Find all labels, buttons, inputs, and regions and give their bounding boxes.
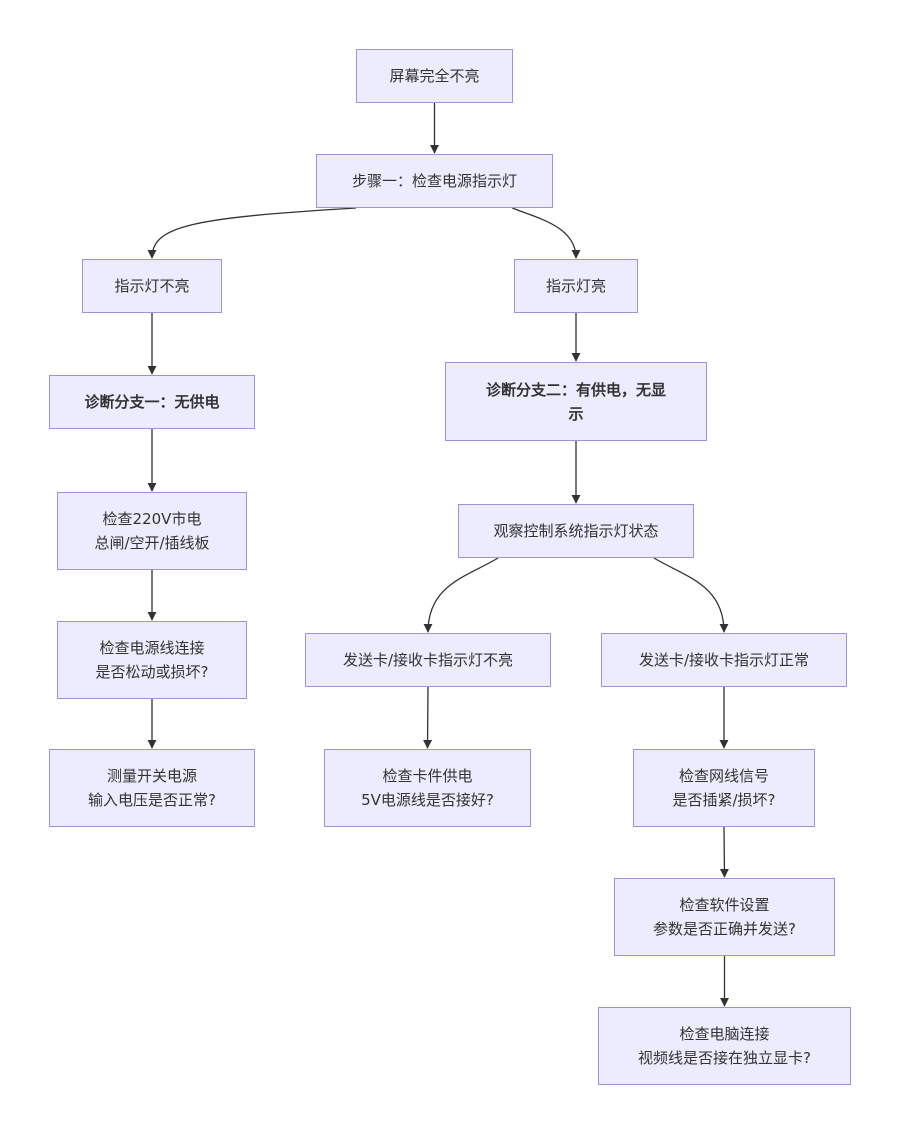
node-observe-control-lights: 观察控制系统指示灯状态	[458, 504, 694, 558]
node-text: 是否松动或损坏?	[95, 663, 209, 681]
edge-n10-n13	[423, 686, 433, 749]
node-measure-psu-voltage: 测量开关电源 输入电压是否正常?	[49, 749, 255, 827]
node-text: 检查电源线连接	[99, 639, 205, 657]
node-text: 视频线是否接在独立显卡?	[638, 1049, 811, 1067]
node-text: 观察控制系统指示灯状态	[493, 522, 659, 540]
node-text: 步骤一：检查电源指示灯	[351, 172, 517, 190]
node-branch2-power-no-display: 诊断分支二：有供电，无显 示	[445, 362, 707, 441]
node-text: 检查卡件供电	[382, 767, 473, 785]
edge-n8-n10	[423, 557, 499, 633]
node-text: 检查软件设置	[679, 896, 770, 914]
node-check-power-cable: 检查电源线连接 是否松动或损坏?	[57, 621, 247, 699]
node-text: 测量开关电源	[106, 767, 197, 785]
node-check-mains: 检查220V市电 总闸/空开/插线板	[57, 492, 247, 570]
edge-n8-n11	[653, 557, 729, 633]
node-check-software-settings: 检查软件设置 参数是否正确并发送?	[614, 878, 835, 956]
edge-n2-n3	[147, 207, 357, 259]
node-check-pc-connection: 检查电脑连接 视频线是否接在独立显卡?	[598, 1007, 851, 1085]
edge-n14-n15	[719, 826, 729, 878]
node-light-on: 指示灯亮	[514, 259, 638, 313]
node-text: 诊断分支二：有供电，无显	[485, 380, 666, 399]
node-branch1-no-power: 诊断分支一：无供电	[49, 375, 255, 429]
node-text: 5V电源线是否接好?	[361, 791, 494, 809]
node-light-off: 指示灯不亮	[82, 259, 222, 313]
node-check-card-power: 检查卡件供电 5V电源线是否接好?	[324, 749, 531, 827]
node-text: 指示灯亮	[545, 277, 606, 295]
node-text: 是否插紧/损坏?	[672, 791, 776, 809]
node-text: 指示灯不亮	[114, 277, 190, 295]
node-text: 参数是否正确并发送?	[653, 920, 796, 938]
node-screen-dark: 屏幕完全不亮	[356, 49, 513, 103]
edge-n2-n4	[512, 207, 581, 259]
node-card-lights-normal: 发送卡/接收卡指示灯正常	[601, 633, 847, 687]
node-text: 输入电压是否正常?	[88, 791, 216, 809]
node-card-lights-off: 发送卡/接收卡指示灯不亮	[305, 633, 551, 687]
node-text: 发送卡/接收卡指示灯不亮	[342, 651, 514, 669]
node-text: 诊断分支一：无供电	[84, 393, 220, 411]
node-text: 检查电脑连接	[679, 1025, 770, 1043]
node-text: 示	[568, 404, 584, 423]
node-text: 屏幕完全不亮	[389, 67, 480, 85]
node-check-network-cable: 检查网线信号 是否插紧/损坏?	[633, 749, 815, 827]
node-text: 检查220V市电	[102, 510, 202, 528]
node-text: 总闸/空开/插线板	[94, 534, 210, 552]
node-step1-check-power-light: 步骤一：检查电源指示灯	[316, 154, 553, 208]
node-text: 检查网线信号	[678, 767, 769, 785]
node-text: 发送卡/接收卡指示灯正常	[638, 651, 810, 669]
